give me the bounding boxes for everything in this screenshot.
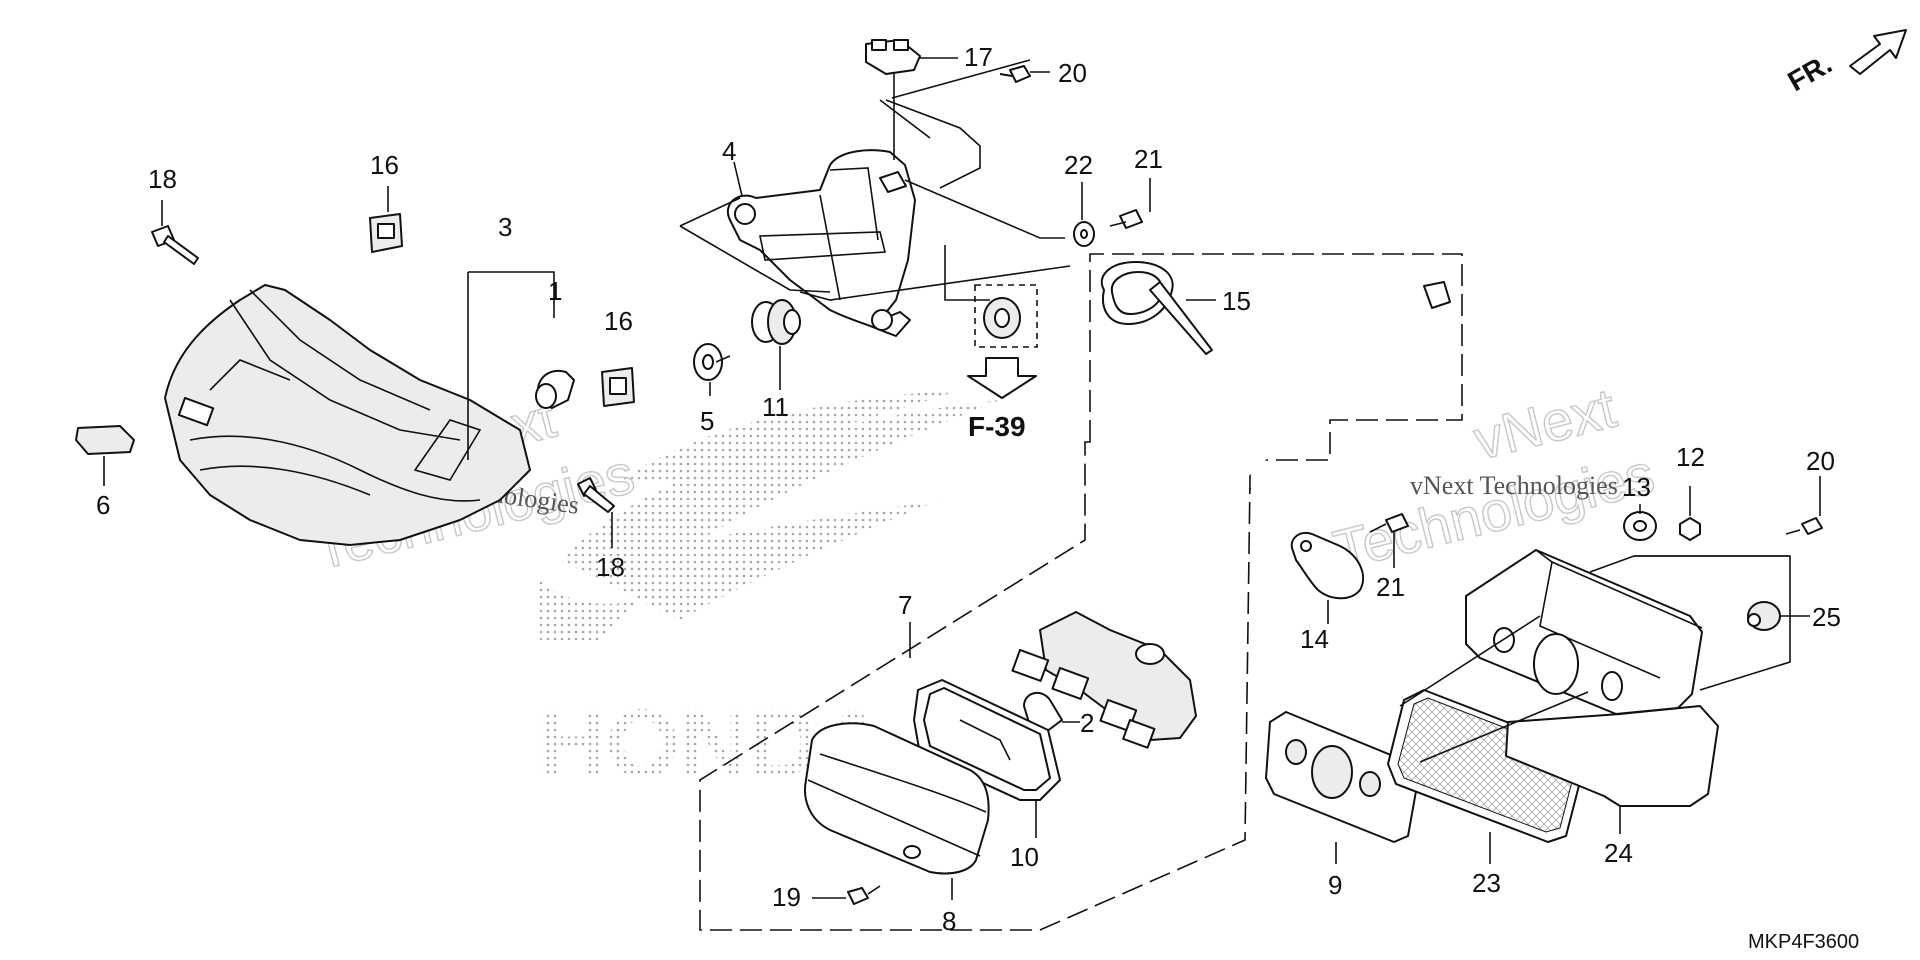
label-20a: 20	[1058, 58, 1087, 88]
part-7-socket-unit	[1011, 611, 1197, 749]
label-4: 4	[722, 136, 736, 166]
part-20-screw-top	[999, 65, 1050, 83]
label-21b: 21	[1376, 572, 1405, 602]
part-8-license-lens	[804, 722, 990, 900]
fr-label: FR.	[1783, 48, 1838, 97]
part-24-tail-housing	[1465, 549, 1719, 834]
part-14-clamp	[1290, 532, 1365, 624]
part-1-socket	[535, 369, 575, 409]
label-5: 5	[700, 406, 714, 436]
part-16-clip-bottom	[601, 367, 635, 407]
label-15: 15	[1222, 286, 1251, 316]
part-3-housing	[164, 284, 531, 546]
label-16b: 16	[604, 306, 633, 336]
assembly-boundary-7	[699, 253, 1463, 931]
part-19-screw	[812, 885, 881, 905]
ref-f39-grommet: F-39	[967, 284, 1038, 442]
part-17-connector	[865, 39, 958, 160]
label-13: 13	[1622, 472, 1651, 502]
part-15-cable-tie	[1100, 261, 1216, 355]
label-8: 8	[942, 906, 956, 936]
label-18a: 18	[148, 164, 177, 194]
ref-f39-label: F-39	[968, 411, 1026, 442]
label-23: 23	[1472, 868, 1501, 898]
label-11: 11	[762, 392, 789, 422]
part-6-reflector-small	[75, 425, 135, 486]
svg-text:vNext Technologies: vNext Technologies	[1410, 471, 1618, 500]
drawing-code: MKP4F3600	[1748, 931, 1859, 953]
part-number-labels: 1 2 3 4 5 6 7 8 9 10 11 12 13 14 15 16 1…	[96, 42, 1841, 936]
part-10-gasket	[913, 679, 1061, 838]
label-6: 6	[96, 490, 110, 520]
part-13-collar	[1623, 504, 1657, 541]
label-10: 10	[1010, 842, 1039, 872]
label-20b: 20	[1806, 446, 1835, 476]
label-2: 2	[1080, 708, 1094, 738]
part-4-bracket	[727, 149, 916, 337]
front-direction-arrow: FR.	[1783, 29, 1907, 97]
label-25: 25	[1812, 602, 1841, 632]
part-21-screw-bottom	[1369, 513, 1409, 568]
label-7: 7	[898, 590, 912, 620]
part-18-bolt-bottom	[577, 477, 615, 548]
label-12: 12	[1676, 442, 1705, 472]
part-16-clip-top	[369, 186, 403, 253]
part-12-nut	[1679, 486, 1701, 541]
part-23-reflector	[1387, 689, 1585, 864]
label-16a: 16	[370, 150, 399, 180]
label-18b: 18	[596, 552, 625, 582]
part-25-grommet	[1747, 601, 1810, 631]
part-18-bolt-top	[151, 200, 199, 265]
label-3: 3	[498, 212, 512, 242]
part-9-gasket	[1265, 711, 1419, 864]
label-24: 24	[1604, 838, 1633, 868]
part-5-collar	[693, 343, 731, 396]
watermark-right: vNext Technologies vNext Technologies	[1327, 375, 1661, 582]
part-21-screw-top	[1109, 178, 1151, 229]
label-14: 14	[1300, 624, 1329, 654]
label-1: 1	[548, 276, 562, 306]
label-17: 17	[964, 42, 993, 72]
part-22-washer	[1073, 182, 1095, 247]
label-22: 22	[1064, 150, 1093, 180]
label-19: 19	[772, 882, 801, 912]
label-9: 9	[1328, 870, 1342, 900]
label-21a: 21	[1134, 144, 1163, 174]
part-7-wire-harness	[1098, 255, 1451, 618]
part-11-grommet	[751, 299, 801, 390]
part-20-screw-bottom	[1785, 476, 1823, 535]
